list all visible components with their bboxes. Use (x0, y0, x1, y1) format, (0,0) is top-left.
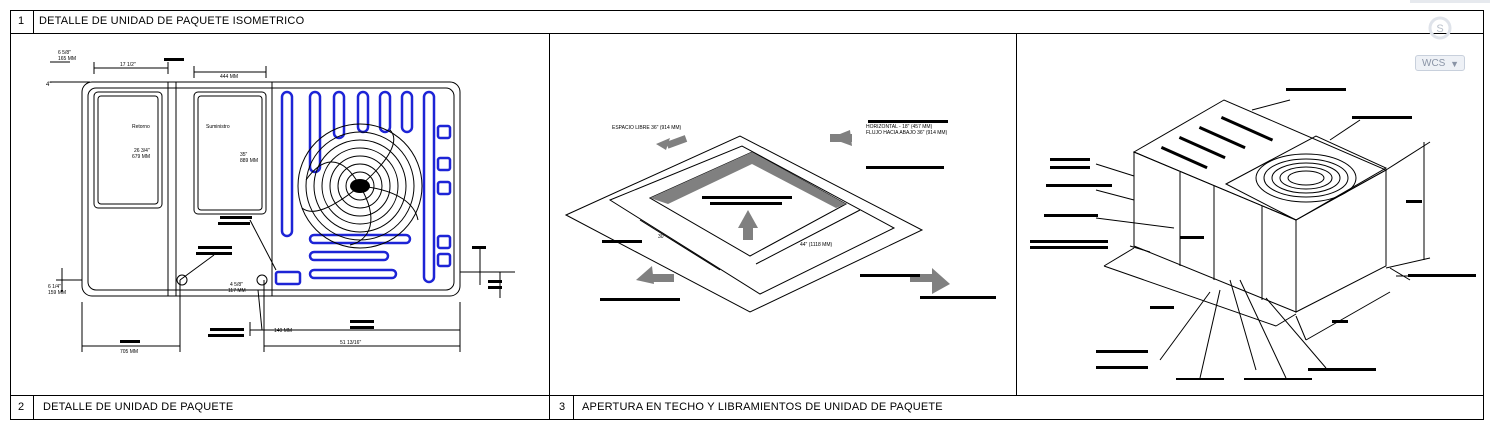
label-dim-44: 44" (1118 MM) (800, 242, 832, 248)
header-number: 1 (18, 15, 25, 27)
panel-divider-1 (549, 33, 550, 419)
viewport-top-bar (1410, 0, 1490, 3)
drawing-sheet: 1 DETALLE DE UNIDAD DE PAQUETE ISOMETRIC… (10, 10, 1484, 420)
label-dim-short: 30 (658, 234, 664, 240)
label-horizontal: HORIZONTAL - 18" (457 MM) (866, 124, 933, 130)
wcs-dropdown[interactable]: WCS ▼ (1415, 55, 1465, 71)
footer-number-divider-1 (33, 395, 34, 419)
label-return-dim-mm: 679 MM (132, 154, 150, 160)
unit-isometric-drawing (1030, 88, 1476, 380)
header-number-divider (33, 11, 34, 33)
label-supply-dim-mm: 889 MM (240, 158, 258, 164)
dim-supply-width: 444 MM (220, 74, 238, 80)
label-downflow: FLUJO HACIA ABAJO 36" (914 MM) (866, 130, 948, 136)
wcs-label: WCS (1422, 58, 1446, 69)
dim-return-width: 17 1/2" (120, 62, 136, 68)
footer-title-2: APERTURA EN TECHO Y LIBRAMIENTOS DE UNID… (582, 401, 943, 413)
dim-bottom-right-in: 51 13/16" (340, 340, 361, 346)
footer-title-1: DETALLE DE UNIDAD DE PAQUETE (43, 401, 234, 413)
dim-gap-mm: 140 MM (274, 328, 292, 334)
dim-top-left-mm: 165 MM (58, 56, 76, 62)
label-supply: Suministro (206, 124, 230, 130)
unit-top-view-drawing: 6 5/8" 165 MM 4" 17 1/2" 444 MM Retorno … (46, 50, 515, 355)
panel-divider-2 (1016, 33, 1017, 395)
dim-bottom-left-mm: 705 MM (120, 349, 138, 355)
dim-left-bottom-in: 6 1/4" (48, 284, 61, 290)
roof-opening-drawing: ESPACIO LIBRE 36" (914 MM) HORIZONTAL - … (564, 120, 996, 313)
dim-left-bottom-mm: 159 MM (48, 290, 66, 296)
label-supply-dim: 35" (240, 152, 248, 158)
dim-top-left-in: 6 5/8" (58, 50, 71, 56)
footer-number-divider-2 (573, 395, 574, 419)
compass-ring-icon[interactable]: S (1428, 16, 1452, 40)
dim-drain-mm: 117 MM (228, 288, 246, 294)
footer-number-1: 2 (18, 401, 25, 413)
label-return-dim: 26 3/4" (134, 148, 150, 154)
label-free-space: ESPACIO LIBRE 36" (914 MM) (612, 125, 682, 131)
header-title: DETALLE DE UNIDAD DE PAQUETE ISOMETRICO (39, 15, 305, 27)
dim-offset: 4" (46, 82, 51, 88)
dim-drain-in: 4 5/8" (230, 282, 243, 288)
header-divider (11, 33, 1483, 34)
chevron-down-icon: ▼ (1450, 59, 1459, 69)
compass-letter: S (1436, 23, 1443, 35)
label-return: Retorno (132, 124, 150, 130)
footer-divider (11, 395, 1483, 396)
footer-number-2: 3 (559, 401, 566, 413)
